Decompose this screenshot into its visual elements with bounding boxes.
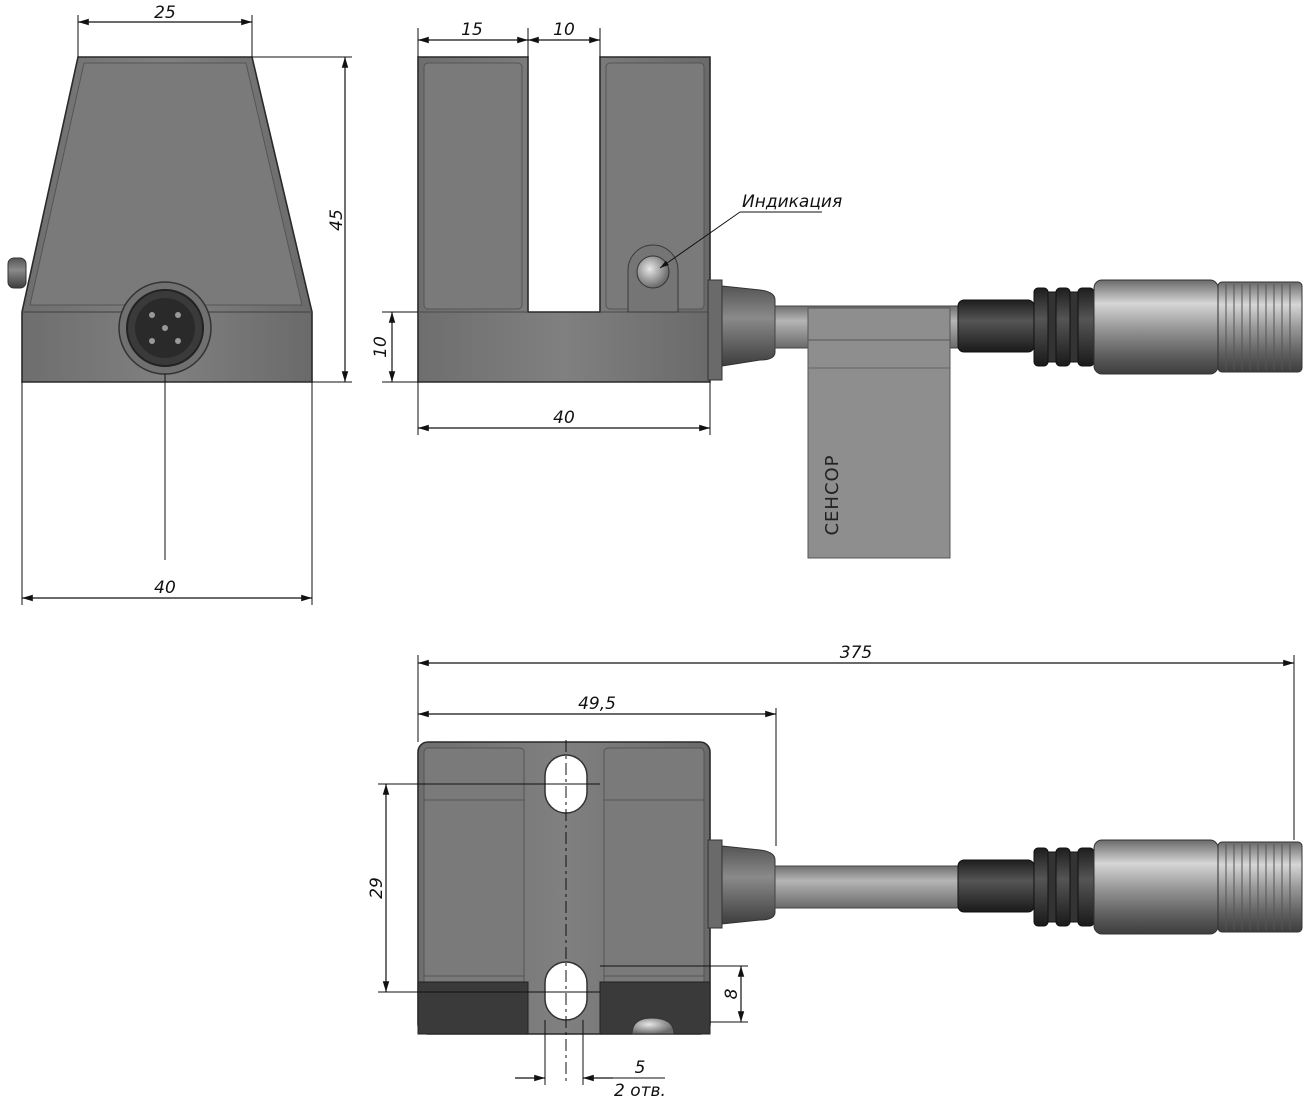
pin [149,312,155,318]
dark-stripe-left [417,981,529,1035]
m12-socket [118,281,212,375]
dim-slot-left: 15 [461,20,483,40]
dim-front-height: 45 [327,209,347,231]
top-connector-rings [1033,847,1095,927]
dim-side-width: 40 [553,408,575,428]
label-tag [807,307,951,559]
connector-boot [957,299,1035,353]
top-cable [774,865,964,909]
front-view: 25 45 40 [7,3,352,605]
dim-hole-width: 5 [635,1058,646,1078]
dim-front-width: 40 [154,578,176,598]
top-view: 375 49,5 29 8 5 2 отв. [367,643,1303,1101]
cable-gland [721,285,776,367]
left-arm [423,62,523,310]
indication-leader [659,211,741,269]
dim-base-height: 10 [371,336,391,358]
side-view: СЕНСОР Индикация 15 10 [371,20,1303,559]
indicator-led [636,255,670,289]
top-led [631,1017,675,1035]
dim-hole-edge: 8 [722,988,742,999]
connector-knurl [1217,281,1303,373]
top-connector-body [1093,839,1219,935]
brand-label: СЕНСОР [822,454,843,535]
dim-front-top-width: 25 [154,3,176,23]
connector-rings [1033,287,1095,367]
dim-housing-length: 49,5 [578,694,616,714]
pin [162,325,168,331]
top-cable-gland [721,845,776,925]
top-connector-knurl [1217,841,1303,933]
dim-holes-count: 2 отв. [614,1081,666,1101]
dim-slot-gap: 10 [553,20,575,40]
dim-hole-spacing: 29 [367,877,387,899]
side-indicator-nub [7,257,27,289]
dim-total-length: 375 [840,643,872,663]
top-connector-boot [957,859,1035,913]
indication-label: Индикация [742,192,842,212]
front-housing-face [29,62,303,306]
pin [175,338,181,344]
pin [175,312,181,318]
connector-body [1093,279,1219,375]
pin [149,338,155,344]
